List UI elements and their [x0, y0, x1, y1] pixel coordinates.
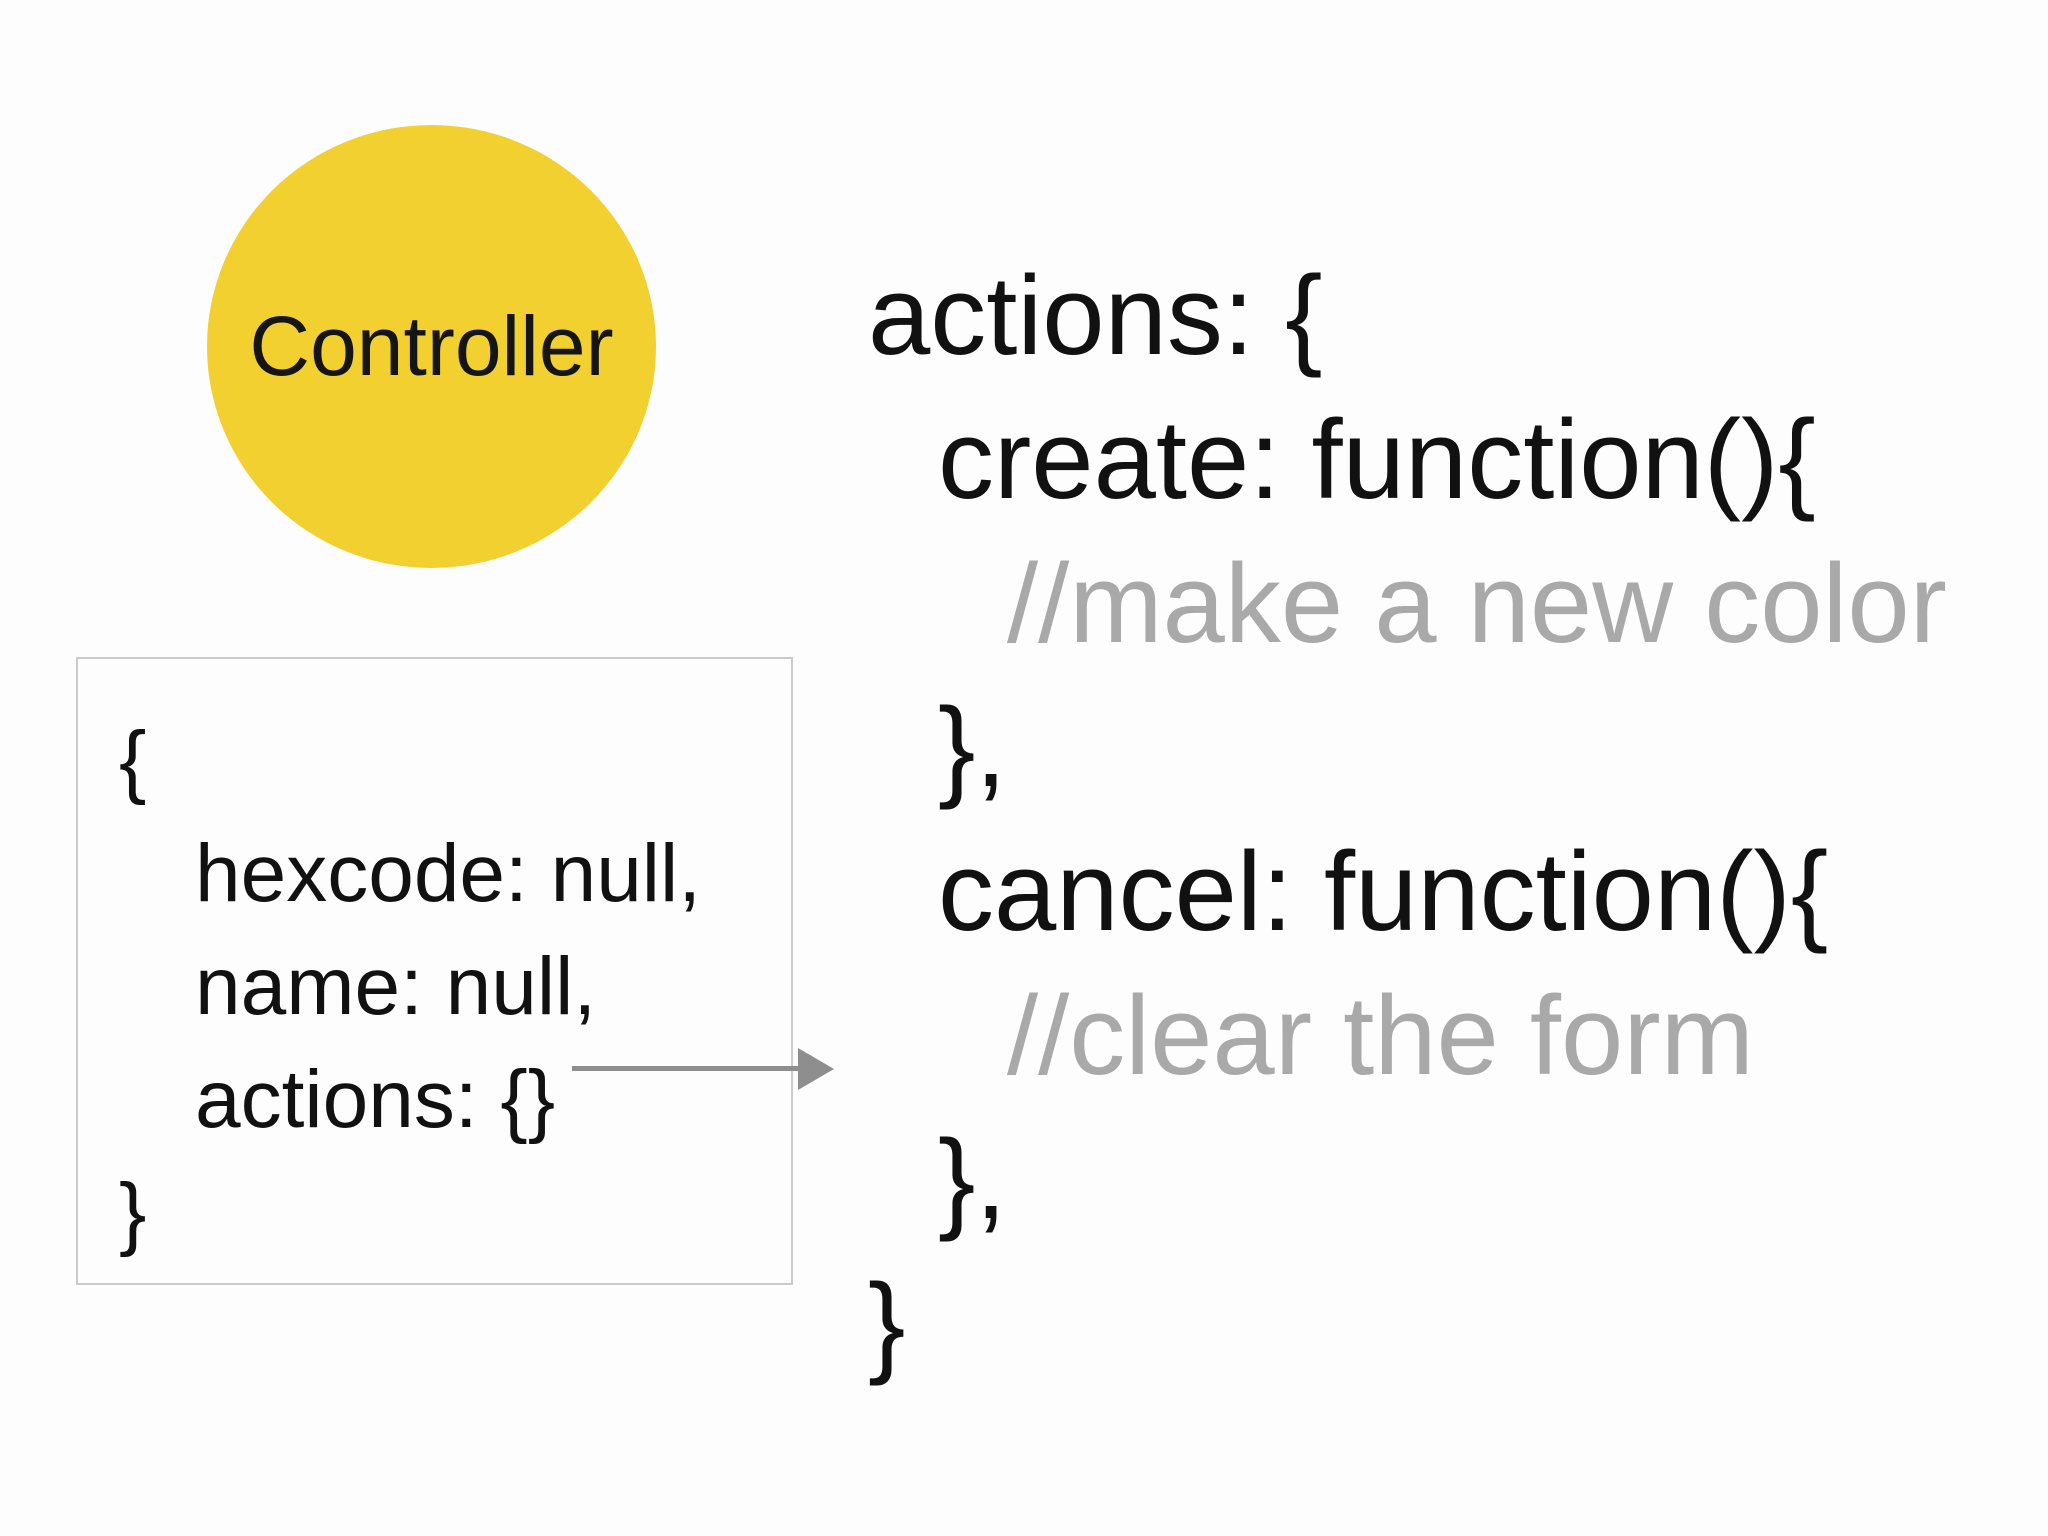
- model-line-name: name: null,: [195, 941, 597, 1032]
- model-open-brace: {: [119, 715, 147, 806]
- controller-node: Controller: [207, 125, 656, 568]
- code-line-close-cancel: },: [938, 1117, 1007, 1242]
- code-line-actions-close: }: [868, 1261, 906, 1386]
- code-comment-clear-form: //clear the form: [1007, 973, 1754, 1098]
- code-line-close-create: },: [938, 685, 1007, 810]
- connector-arrow-line: [572, 1066, 800, 1071]
- code-line-cancel: cancel: function(){: [938, 829, 1829, 954]
- model-object-box: { hexcode: null, name: null, actions: {}…: [76, 657, 793, 1285]
- code-comment-make-color: //make a new color: [1007, 541, 1947, 666]
- code-line-actions-open: actions: {: [868, 253, 1323, 378]
- model-close-brace: }: [119, 1167, 147, 1258]
- actions-code-block: actions: { create: function(){ //make a …: [868, 244, 1947, 1396]
- model-line-actions: actions: {}: [195, 1054, 556, 1145]
- connector-arrow-head-icon: [798, 1048, 834, 1090]
- code-line-create: create: function(){: [938, 397, 1816, 522]
- controller-label: Controller: [249, 299, 614, 393]
- model-line-hexcode: hexcode: null,: [195, 828, 702, 919]
